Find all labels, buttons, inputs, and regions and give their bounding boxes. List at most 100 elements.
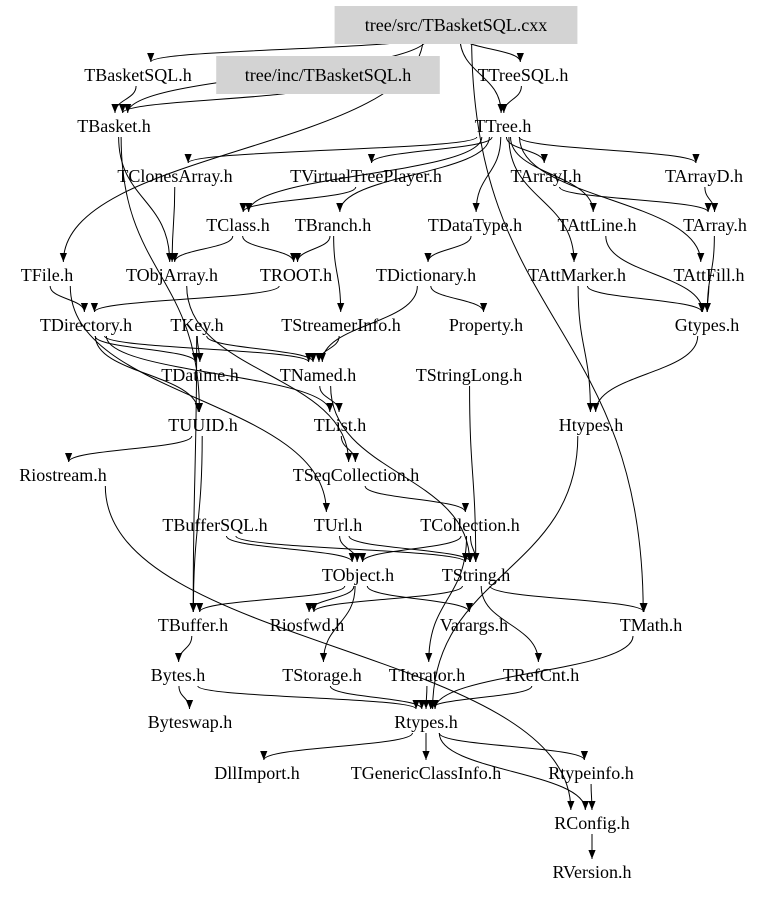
edge-tstring-to-trefcnt [480, 585, 542, 663]
node-label: TVirtualTreePlayer.h [290, 166, 442, 186]
node-trefcnt[interactable]: TRefCnt.h [503, 665, 580, 685]
node-label: Riosfwd.h [270, 615, 345, 635]
node-label: TRefCnt.h [503, 665, 580, 685]
node-bytes[interactable]: Bytes.h [151, 665, 206, 685]
edge-tkey-to-tnamed [206, 335, 317, 363]
node-tdictionary[interactable]: TDictionary.h [376, 265, 476, 285]
node-inc[interactable]: tree/inc/TBasketSQL.h [216, 56, 440, 94]
node-tattmarker[interactable]: TAttMarker.h [528, 265, 626, 285]
edge-tvirtualtreeplayer-to-tclass [239, 186, 357, 213]
edge-tbasket-to-tobjarray [118, 136, 174, 263]
node-tclonesarray[interactable]: TClonesArray.h [117, 166, 232, 186]
edge-ttree-to-tarrayi [505, 136, 548, 164]
node-label: TBufferSQL.h [162, 515, 267, 535]
node-tcollection[interactable]: TCollection.h [420, 515, 519, 535]
node-tattline[interactable]: TAttLine.h [557, 215, 636, 235]
node-tvirtualtreeplayer[interactable]: TVirtualTreePlayer.h [290, 166, 442, 186]
node-tbranch[interactable]: TBranch.h [295, 215, 371, 235]
node-tarray[interactable]: TArray.h [683, 215, 747, 235]
node-tobjarray[interactable]: TObjArray.h [126, 265, 218, 285]
node-tstringlong[interactable]: TStringLong.h [416, 365, 523, 385]
edge-tbuffersql-to-tstring [235, 535, 470, 563]
edge-tdatatype-to-tdictionary [424, 235, 472, 263]
node-gtypes[interactable]: Gtypes.h [675, 315, 740, 335]
node-label: RVersion.h [552, 862, 631, 882]
edge-rtypes-to-rtypeinfo [438, 732, 588, 761]
node-tbuffer[interactable]: TBuffer.h [158, 615, 228, 635]
node-tclass[interactable]: TClass.h [206, 215, 270, 235]
node-tdatatype[interactable]: TDataType.h [428, 215, 522, 235]
edge-tbuffer-to-bytes [175, 635, 193, 663]
node-tgenericclassinfo[interactable]: TGenericClassInfo.h [351, 763, 501, 783]
edge-tdictionary-to-property [430, 285, 488, 313]
edge-ttree-to-tclass [245, 136, 483, 213]
edge-tnamed-to-tstring [330, 385, 474, 563]
edge-tfile-to-turl [69, 285, 330, 513]
node-tnamed[interactable]: TNamed.h [280, 365, 356, 385]
node-tobject[interactable]: TObject.h [322, 565, 394, 585]
node-tstorage[interactable]: TStorage.h [282, 665, 361, 685]
node-rconfig[interactable]: RConfig.h [554, 813, 630, 833]
node-tdirectory[interactable]: TDirectory.h [40, 315, 132, 335]
node-tdatime[interactable]: TDatime.h [161, 365, 238, 385]
node-label: tree/src/TBasketSQL.cxx [365, 15, 547, 35]
node-tbasket[interactable]: TBasket.h [77, 116, 151, 136]
node-titerator[interactable]: TIterator.h [389, 665, 465, 685]
node-turl[interactable]: TUrl.h [314, 515, 363, 535]
node-tstreamerinfo[interactable]: TStreamerInfo.h [281, 315, 400, 335]
node-label: TObject.h [322, 565, 394, 585]
edge-tclass-to-tobjarray [171, 235, 234, 263]
node-varargs[interactable]: Varargs.h [440, 615, 508, 635]
node-label: TUUID.h [168, 415, 238, 435]
node-tfile[interactable]: TFile.h [21, 265, 74, 285]
edge-tdirectory-to-tuuid [94, 335, 202, 413]
edge-tcollection-to-tobject [358, 535, 462, 563]
edge-tbranch-to-tstreamerinfo [333, 235, 345, 313]
edge-ttree-to-tvirtualtreeplayer [367, 136, 493, 164]
node-ttree[interactable]: TTree.h [475, 116, 532, 136]
edge-tattline-to-gtypes [605, 235, 707, 313]
edge-tattfill-to-gtypes [703, 285, 711, 313]
node-rtypes[interactable]: Rtypes.h [394, 712, 458, 732]
edge-ttree-to-tarrayd [518, 136, 700, 164]
node-label: TStreamerInfo.h [281, 315, 400, 335]
node-tattfill[interactable]: TAttFill.h [673, 265, 744, 285]
node-rversion[interactable]: RVersion.h [552, 862, 631, 882]
edge-bytes-to-byteswap [178, 685, 194, 710]
node-property[interactable]: Property.h [449, 315, 523, 335]
node-ttreesql[interactable]: TTreeSQL.h [478, 65, 569, 85]
edge-tfile-to-tdirectory [49, 285, 89, 313]
node-riostream[interactable]: Riostream.h [19, 465, 107, 485]
node-troot[interactable]: TROOT.h [260, 265, 332, 285]
node-tbuffersql[interactable]: TBufferSQL.h [162, 515, 267, 535]
node-tuuid[interactable]: TUUID.h [168, 415, 238, 435]
edge-tcollection-to-tstring [469, 535, 480, 563]
node-tkey[interactable]: TKey.h [170, 315, 223, 335]
edge-tobject-to-riosfwd [305, 585, 355, 613]
node-byteswap[interactable]: Byteswap.h [148, 712, 233, 732]
node-tmath[interactable]: TMath.h [620, 615, 683, 635]
node-tarrayi[interactable]: TArrayI.h [510, 166, 581, 186]
node-label: TBuffer.h [158, 615, 228, 635]
edge-ttree-to-tattmarker [508, 136, 578, 263]
node-label: TDictionary.h [376, 265, 476, 285]
node-tbasketsql_h[interactable]: TBasketSQL.h [84, 65, 192, 85]
node-rtypeinfo[interactable]: Rtypeinfo.h [548, 763, 634, 783]
edge-troot-to-tdirectory [90, 285, 280, 313]
node-src[interactable]: tree/src/TBasketSQL.cxx [334, 6, 578, 44]
edge-tkey-to-tdatime [196, 335, 204, 363]
edge-tbuffersql-to-tobject [225, 535, 356, 563]
node-htypes[interactable]: Htypes.h [559, 415, 624, 435]
node-riosfwd[interactable]: Riosfwd.h [270, 615, 345, 635]
node-label: TNamed.h [280, 365, 356, 385]
edge-tbranch-to-troot [293, 235, 331, 263]
node-label: TBasketSQL.h [84, 65, 192, 85]
node-tlist[interactable]: TList.h [314, 415, 367, 435]
node-tarrayd[interactable]: TArrayD.h [665, 166, 743, 186]
node-dllimport[interactable]: DllImport.h [214, 763, 300, 783]
node-tstring[interactable]: TString.h [442, 565, 511, 585]
node-tseqcollection[interactable]: TSeqCollection.h [293, 465, 419, 485]
node-label: RConfig.h [554, 813, 630, 833]
